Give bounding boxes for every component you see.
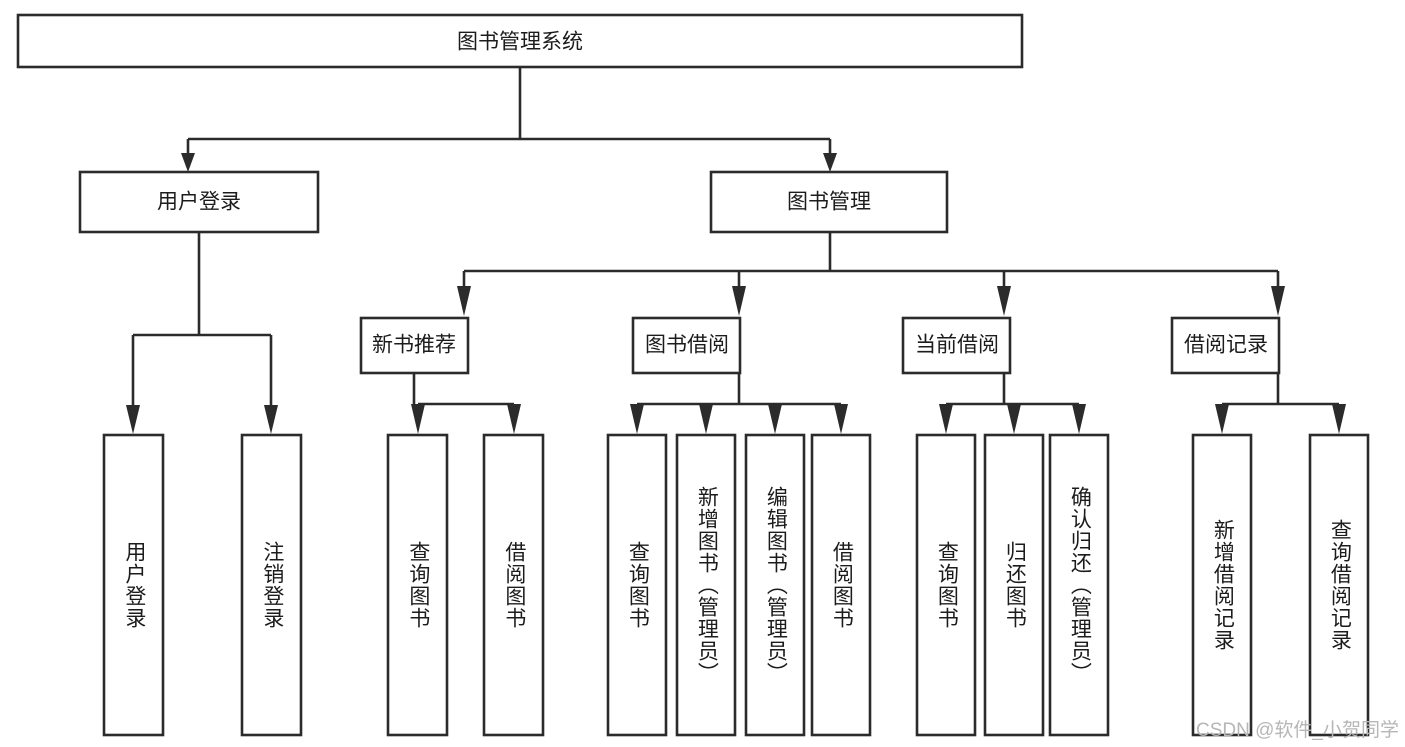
node-leaf-borrow-book-2[interactable]: [810, 433, 872, 737]
arrow-head-leaf-confirm-return: [1072, 404, 1086, 434]
node-leaf-query-book-1[interactable]: [386, 433, 449, 737]
arrow-head-leaf-query-book-3: [939, 404, 953, 434]
node-book-manage-label: 图书管理: [787, 191, 871, 214]
arrow-head-leaf-borrow-book-2: [834, 404, 848, 434]
node-leaf-query-record[interactable]: [1308, 433, 1370, 737]
node-leaf-query-book-2[interactable]: [606, 433, 668, 737]
connector-group-user-login: [126, 232, 278, 434]
arrow-head-leaf-return-book: [1007, 404, 1021, 434]
connector-group-new-book-recommend: [411, 373, 521, 434]
connector-group-borrow-record: [1215, 373, 1346, 434]
node-leaf-add-book[interactable]: [675, 433, 737, 737]
node-leaf-edit-book[interactable]: [744, 433, 806, 737]
node-user-login[interactable]: [78, 170, 320, 234]
arrow-head-leaf-borrow-book-1: [507, 404, 521, 434]
node-book-borrow[interactable]: [631, 316, 742, 375]
node-current-borrow[interactable]: [901, 316, 1012, 375]
arrow-head-leaf-query-book-2: [630, 404, 644, 434]
connector-group-current-borrow: [939, 373, 1086, 434]
node-borrow-record[interactable]: [1170, 316, 1281, 375]
arrow-head-leaf-user-logout: [264, 405, 278, 434]
node-borrow-record-label: 借阅记录: [1184, 334, 1268, 357]
connector-group-book-borrow: [630, 373, 848, 434]
arrow-head-book-manage: [823, 153, 837, 172]
node-user-login-label: 用户登录: [157, 191, 241, 214]
connector-group-book-manage: [457, 232, 1285, 316]
node-leaf-query-book-3[interactable]: [915, 433, 977, 737]
arrow-head-book-borrow: [732, 286, 746, 316]
arrow-head-leaf-query-book-1: [411, 404, 425, 434]
node-leaf-confirm-return[interactable]: [1048, 433, 1110, 737]
node-root[interactable]: [16, 13, 1024, 69]
arrow-head-current-borrow: [997, 286, 1011, 316]
node-current-borrow-label: 当前借阅: [915, 334, 999, 357]
node-book-manage[interactable]: [709, 170, 949, 234]
arrow-head-leaf-edit-book: [768, 404, 782, 434]
arrow-head-leaf-add-book: [699, 404, 713, 434]
watermark-text: CSDN @软件_小贺同学: [1196, 720, 1399, 741]
node-book-borrow-label: 图书借阅: [645, 334, 729, 357]
node-new-book-recommend[interactable]: [359, 316, 470, 375]
arrow-head-leaf-add-record: [1215, 404, 1229, 434]
arrow-head-leaf-query-record: [1332, 404, 1346, 434]
arrow-head-leaf-user-login: [126, 405, 140, 434]
node-root-label: 图书管理系统: [457, 31, 583, 54]
connector-group-root: [181, 67, 837, 172]
arrow-head-new-book-recommend: [457, 286, 471, 316]
arrow-head-borrow-record: [1271, 286, 1285, 316]
node-leaf-borrow-book-1[interactable]: [482, 433, 545, 737]
node-leaf-user-logout[interactable]: [240, 433, 303, 737]
node-leaf-add-record[interactable]: [1191, 433, 1253, 737]
arrow-head-user-login: [181, 153, 195, 172]
node-new-book-recommend-label: 新书推荐: [372, 334, 456, 357]
node-leaf-return-book[interactable]: [983, 433, 1045, 737]
node-leaf-user-login[interactable]: [102, 433, 165, 737]
